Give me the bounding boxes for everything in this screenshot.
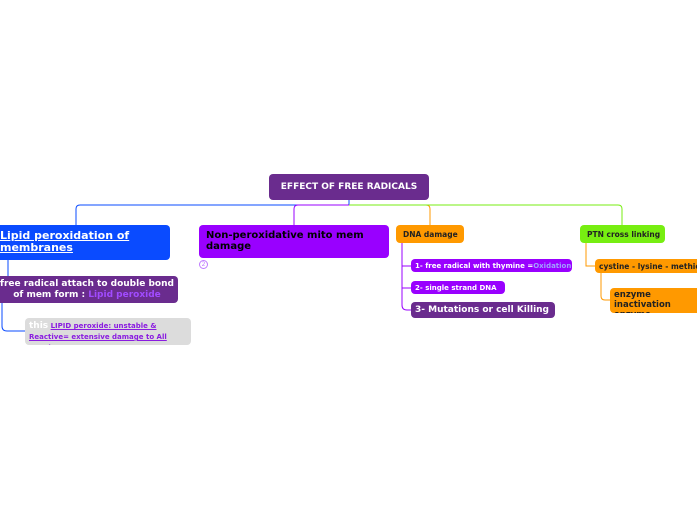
- collapse-toggle-icon[interactable]: 2: [199, 260, 208, 269]
- lipid-subtopic-highlight: Lipid peroxide: [88, 290, 161, 300]
- nonperox-label: Non-peroxidative mito mem damage: [206, 230, 364, 252]
- ptn-label: PTN cross linking: [587, 229, 661, 239]
- dna-item-2-text: 2- single strand DNA: [415, 283, 497, 292]
- dna-damage-node[interactable]: DNA damage: [396, 225, 464, 243]
- root-label: EFFECT OF FREE RADICALS: [280, 182, 418, 192]
- dna-item-1-highlight: Oxidation: [533, 261, 572, 270]
- ptn-item-2-text: enzyme inactivation enzyme: [614, 290, 671, 313]
- connector-root-dna: [349, 204, 431, 225]
- dna-item-2[interactable]: 2- single strand DNA: [411, 281, 505, 294]
- ptn-item-2[interactable]: enzyme inactivation enzyme: [610, 288, 697, 313]
- connector-root-lipid: [75, 200, 350, 225]
- ptn-cross-linking-node[interactable]: PTN cross linking: [580, 225, 665, 243]
- ptn-item-1[interactable]: cystine - lysine - methionine: [595, 259, 697, 273]
- dna-item-3-text: 3- Mutations or cell Killing: [415, 305, 549, 315]
- dna-item-1-text: 1- free radical with thymine =: [415, 261, 534, 270]
- dna-item-3[interactable]: 3- Mutations or cell Killing: [411, 302, 555, 318]
- lipid-peroxidation-node[interactable]: Lipid peroxidation of membranes: [0, 225, 170, 260]
- connector-dna-items: [401, 243, 411, 311]
- nonperoxidative-node[interactable]: Non-peroxidative mito mem damage: [199, 225, 389, 258]
- connector-root-nonperox: [293, 204, 349, 225]
- collapse-count: 2: [201, 261, 206, 268]
- dna-label: DNA damage: [403, 229, 458, 239]
- connector-ptn-items: [585, 243, 610, 301]
- connector-sub1-sub2: [1, 303, 25, 332]
- lipid-subtopic-node[interactable]: free radical attach to double bond of me…: [0, 276, 178, 303]
- lipid-subtopic-text: free radical attach to double bond of me…: [0, 279, 174, 300]
- ptn-item-1-text: cystine - lysine - methionine: [599, 261, 697, 271]
- root-node[interactable]: EFFECT OF FREE RADICALS: [269, 174, 429, 200]
- lipid-detail-text: LIPID peroxide: unstable & Reactive= ext…: [29, 322, 167, 345]
- connector-root-ptn: [349, 204, 623, 225]
- dna-item-1[interactable]: 1- free radical with thymine = Oxidation: [411, 259, 572, 272]
- lipid-label: Lipid peroxidation of membranes: [0, 229, 130, 254]
- lipid-detail-this: this: [29, 321, 49, 331]
- lipid-detail-node[interactable]: this LIPID peroxide: unstable & Reactive…: [25, 318, 191, 345]
